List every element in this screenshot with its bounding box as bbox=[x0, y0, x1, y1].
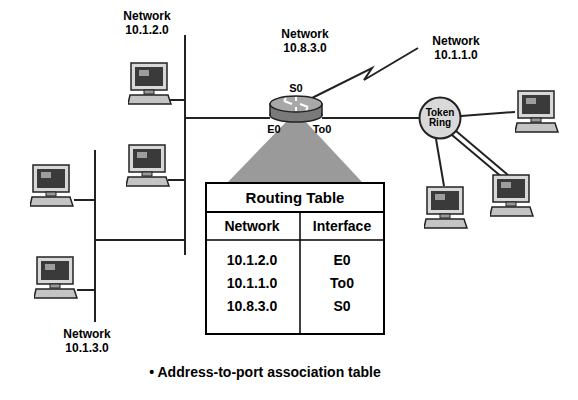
ethernet-link bbox=[95, 239, 185, 241]
token-ring-link bbox=[322, 117, 419, 119]
ring-text-wrap: Token Ring bbox=[418, 96, 462, 140]
table-cell: To0 bbox=[301, 275, 383, 291]
pc-link bbox=[74, 199, 95, 201]
pc-link bbox=[77, 289, 95, 291]
pc-icon bbox=[424, 187, 467, 228]
table-column-header: Interface bbox=[301, 218, 383, 234]
network-label: Network 10.8.3.0 bbox=[270, 28, 340, 56]
ethernet-bus bbox=[94, 150, 96, 322]
interface-label: S0 bbox=[281, 82, 311, 95]
table-cell: E0 bbox=[301, 252, 383, 268]
pc-icon bbox=[34, 257, 77, 298]
network-label: Network 10.1.3.0 bbox=[52, 328, 122, 356]
table-heading: Routing Table bbox=[207, 184, 383, 212]
pc-link bbox=[461, 112, 515, 116]
table-cell: 10.1.2.0 bbox=[207, 252, 297, 268]
pc-link bbox=[436, 139, 444, 186]
pc-icon bbox=[515, 91, 558, 132]
pc-link bbox=[170, 99, 185, 101]
pc-icon bbox=[490, 175, 533, 216]
ring-label: Token Ring bbox=[420, 108, 460, 129]
table-column-header: Network bbox=[207, 218, 297, 234]
serial-link bbox=[312, 48, 418, 98]
pc-link bbox=[456, 131, 508, 175]
table-cell: S0 bbox=[301, 298, 383, 314]
ethernet-bus bbox=[184, 35, 186, 255]
table-cell: 10.1.1.0 bbox=[207, 275, 297, 291]
router-symbol bbox=[270, 96, 322, 122]
token-ring: Token Ring bbox=[418, 96, 462, 140]
pc-icon bbox=[30, 165, 73, 206]
caption: • Address-to-port association table bbox=[110, 364, 420, 380]
table-cell: 10.8.3.0 bbox=[207, 298, 297, 314]
pc-link bbox=[452, 135, 503, 178]
pc-icon bbox=[128, 63, 171, 104]
interface-label: To0 bbox=[307, 123, 337, 136]
interface-label: E0 bbox=[261, 123, 287, 136]
network-label: Network 10.1.2.0 bbox=[112, 10, 182, 38]
network-label: Network 10.1.1.0 bbox=[421, 35, 491, 63]
pc-link bbox=[168, 179, 185, 181]
ring-circle bbox=[420, 98, 461, 139]
spotlight bbox=[228, 121, 362, 182]
pc-icon bbox=[126, 145, 169, 186]
ethernet-link bbox=[185, 117, 270, 119]
